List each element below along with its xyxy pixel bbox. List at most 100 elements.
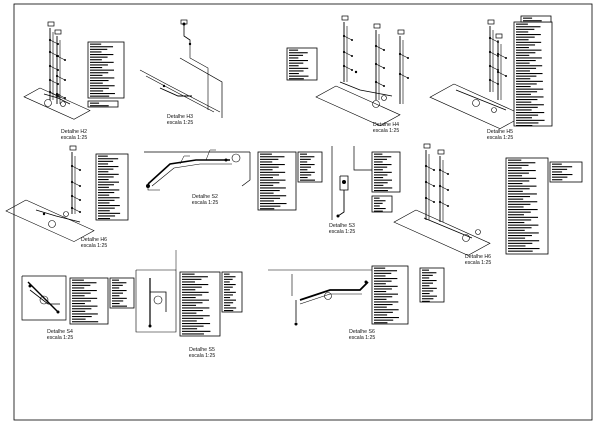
table-row (182, 281, 195, 283)
table-row (182, 289, 196, 291)
table-row (508, 232, 539, 234)
table-row (552, 179, 563, 181)
fitting-node (336, 214, 340, 218)
table-row (374, 174, 388, 176)
fitting-node (342, 64, 346, 68)
fitting-node (383, 85, 385, 87)
table-row (374, 304, 393, 306)
table-row (289, 75, 309, 77)
pipe-run (241, 152, 251, 187)
fitting-node (351, 39, 353, 41)
table-row (508, 250, 533, 252)
table-row (182, 330, 211, 332)
table-row (72, 284, 91, 286)
table-row (260, 187, 286, 189)
table-row (112, 295, 120, 297)
table-row (516, 31, 529, 33)
legend-h6b (549, 161, 583, 183)
table-row (508, 219, 532, 221)
table-row (516, 73, 543, 75)
table-row (98, 197, 120, 199)
fitting-node (447, 173, 449, 175)
table-row (516, 60, 536, 62)
fitting-node (48, 50, 52, 54)
table-frame (520, 15, 552, 23)
pipe-run (189, 44, 209, 110)
fitting-node (48, 38, 52, 42)
fitting-node (56, 310, 60, 314)
slab-h6 (5, 199, 95, 242)
fixture-symbol (48, 220, 56, 228)
table-row (98, 215, 116, 217)
riser-cap (341, 15, 349, 21)
riser-h5a (487, 19, 499, 92)
table-row (98, 171, 109, 173)
table-row (260, 203, 287, 205)
table-row (374, 187, 393, 189)
table-frame (286, 47, 318, 81)
fitting-node (70, 164, 74, 168)
table-row (112, 297, 127, 299)
detail-title: Detalhe H3 (167, 114, 193, 120)
fitting-node (424, 180, 428, 184)
fitting-node (64, 59, 66, 61)
table-row (508, 203, 531, 205)
legend-h2 (87, 100, 119, 108)
table-row (516, 44, 536, 46)
table-row (516, 57, 542, 59)
table-row (508, 175, 523, 177)
table-row (516, 41, 542, 43)
table-row (374, 161, 383, 163)
table-row (98, 155, 108, 157)
fitting-node (55, 54, 59, 58)
fixtures-h2 (43, 93, 71, 107)
table-row (374, 306, 387, 308)
fitting-node (447, 205, 449, 207)
table-row (508, 206, 524, 208)
table-row (374, 171, 392, 173)
table-row (72, 279, 84, 281)
table-row (552, 163, 562, 165)
table-row (260, 156, 285, 158)
fitting-node (224, 158, 228, 162)
table-row (289, 67, 309, 69)
pipe-run (179, 57, 223, 118)
riser-h6b-a (423, 143, 435, 220)
slab-h2 (23, 87, 91, 120)
table-row (72, 300, 92, 302)
detail-title: Detalhe H6 (81, 237, 107, 243)
table-row (508, 235, 532, 237)
fitting-node (407, 77, 409, 79)
table-row (300, 156, 315, 158)
table-row (422, 287, 437, 289)
table-row (98, 186, 109, 188)
table-row (289, 52, 308, 54)
table-row (260, 166, 279, 168)
table-row (224, 286, 233, 288)
pipe-run (179, 155, 190, 165)
table-row (72, 303, 85, 305)
table-row (224, 294, 233, 296)
pipe-run (151, 163, 232, 187)
fixture-symbol (381, 95, 387, 101)
table-row (224, 273, 230, 275)
table-row (98, 194, 110, 196)
slab-h6b (393, 209, 491, 256)
fixtures-h6 (35, 209, 81, 228)
fitting-node (70, 194, 74, 198)
fitting-node (42, 212, 46, 216)
fitting-node (351, 55, 353, 57)
pipe-run (205, 149, 216, 161)
fixture-symbol (491, 107, 497, 113)
fitting-node (438, 200, 442, 204)
pipe-line (439, 201, 449, 207)
pipe-run (353, 146, 372, 171)
table-row (374, 153, 383, 155)
table-row (508, 240, 540, 242)
table-row (72, 316, 92, 318)
table-row (90, 69, 114, 71)
table-row (289, 54, 304, 56)
fitting-node (64, 97, 66, 99)
pipe-run (29, 289, 60, 305)
